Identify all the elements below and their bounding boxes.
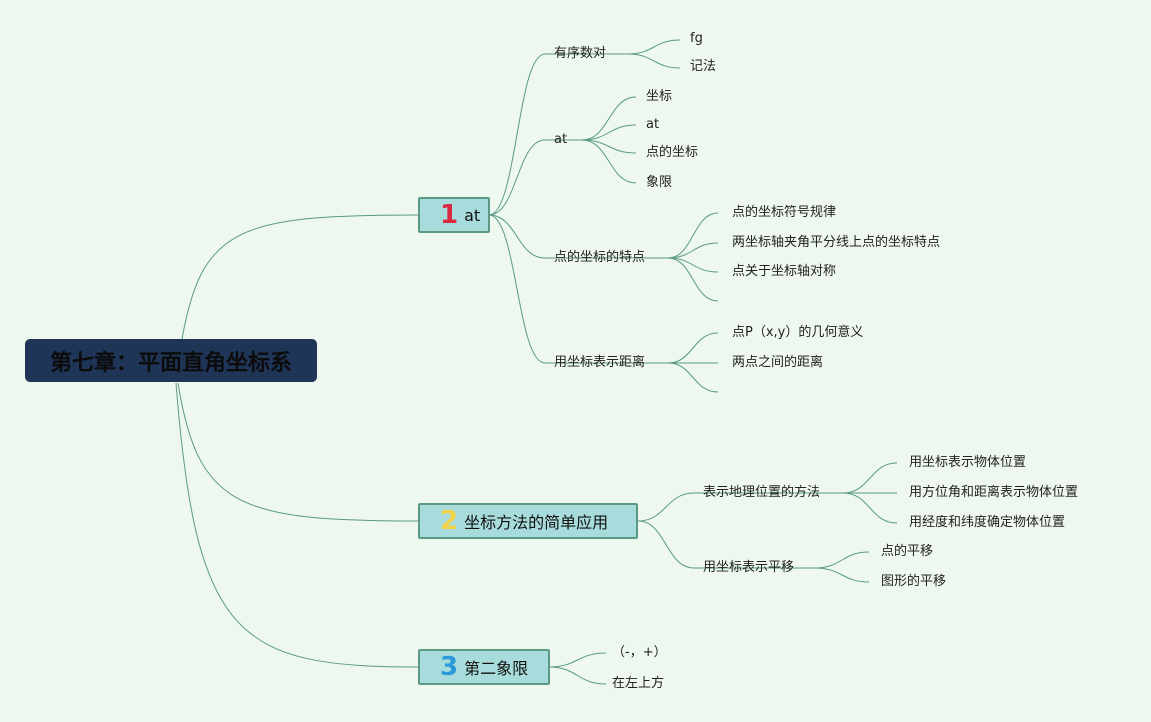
edge-distance [488,214,546,364]
number-1-icon: 1 [440,200,459,230]
edge-empty-2 [667,362,719,393]
topic-distance[interactable]: 用坐标表示距离 [554,355,646,370]
leaf-bearing-distance[interactable]: 用方位角和距离表示物体位置 [909,485,1079,500]
edge-root-branch-2 [177,382,419,522]
leaf-sign-pair[interactable]: （-，+） [612,645,667,660]
edge-geo-location [637,492,695,522]
root-title: 第七章：平面直角坐标系 [49,350,292,376]
topic-at[interactable]: at [554,132,568,147]
root-topic[interactable]: 第七章：平面直角坐标系 [25,339,317,382]
edge-shape-translation [814,567,870,583]
branch-1-label: at [464,205,481,225]
leaf-quadrant[interactable]: 象限 [646,175,673,190]
leaf-coordinate[interactable]: 坐标 [646,89,673,104]
edge-root-branch-1 [181,214,419,340]
edge-coordinate [581,96,637,141]
leaf-geometric-meaning[interactable]: 点P（x,y）的几何意义 [732,325,864,340]
edge-fg [627,39,681,55]
edge-empty-1 [667,257,719,302]
edge-upper-left [548,666,607,685]
topic-geo-location[interactable]: 表示地理位置的方法 [703,485,821,500]
leaf-notation[interactable]: 记法 [690,59,717,74]
edge-ordered-pair [488,53,546,216]
edge-geometric [667,332,719,364]
branch-1[interactable]: 1 at [418,197,490,233]
edge-at [488,139,546,216]
topic-ordered-pair[interactable]: 有序数对 [554,46,607,61]
edge-features [488,214,546,259]
branch-3[interactable]: 3 第二象限 [418,649,550,685]
edge-symmetry [667,257,719,273]
edge-notation [627,53,681,69]
leaf-axis-symmetry[interactable]: 点关于坐标轴对称 [732,264,837,279]
edge-sign-pair [548,652,607,668]
branch-2-label: 坐标方法的简单应用 [464,513,609,532]
edge-point-coordinate [581,139,637,154]
edge-quadrant [581,139,637,184]
leaf-at[interactable]: at [646,117,660,132]
leaf-shape-translation[interactable]: 图形的平移 [881,574,947,589]
leaf-fg[interactable]: fg [690,31,703,46]
leaf-sign-rule[interactable]: 点的坐标符号规律 [732,205,837,220]
leaf-point-coordinate[interactable]: 点的坐标 [646,145,699,160]
topic-coordinate-features[interactable]: 点的坐标的特点 [554,250,646,265]
number-2-icon: 2 [440,506,459,536]
edge-leaf-at [581,124,637,141]
branch-2[interactable]: 2 坐标方法的简单应用 [418,503,638,539]
edge-root-branch-3 [175,382,419,668]
topic-translation[interactable]: 用坐标表示平移 [703,560,795,575]
number-3-icon: 3 [440,652,459,682]
edge-sign-rule [667,212,719,259]
leaf-coordinate-position[interactable]: 用坐标表示物体位置 [909,455,1027,470]
edge-bisector [667,242,719,259]
leaf-bisector-feature[interactable]: 两坐标轴夹角平分线上点的坐标特点 [732,235,941,250]
leaf-point-translation[interactable]: 点的平移 [881,544,934,559]
leaf-two-point-distance[interactable]: 两点之间的距离 [732,355,824,370]
edge-translation [637,520,695,569]
branch-3-label: 第二象限 [464,659,529,678]
leaf-lat-long[interactable]: 用经度和纬度确定物体位置 [909,515,1066,530]
edge-point-translation [814,551,870,569]
edge-lat-long [842,492,898,524]
leaf-upper-left[interactable]: 在左上方 [612,676,665,691]
edge-coord-position [842,462,898,494]
